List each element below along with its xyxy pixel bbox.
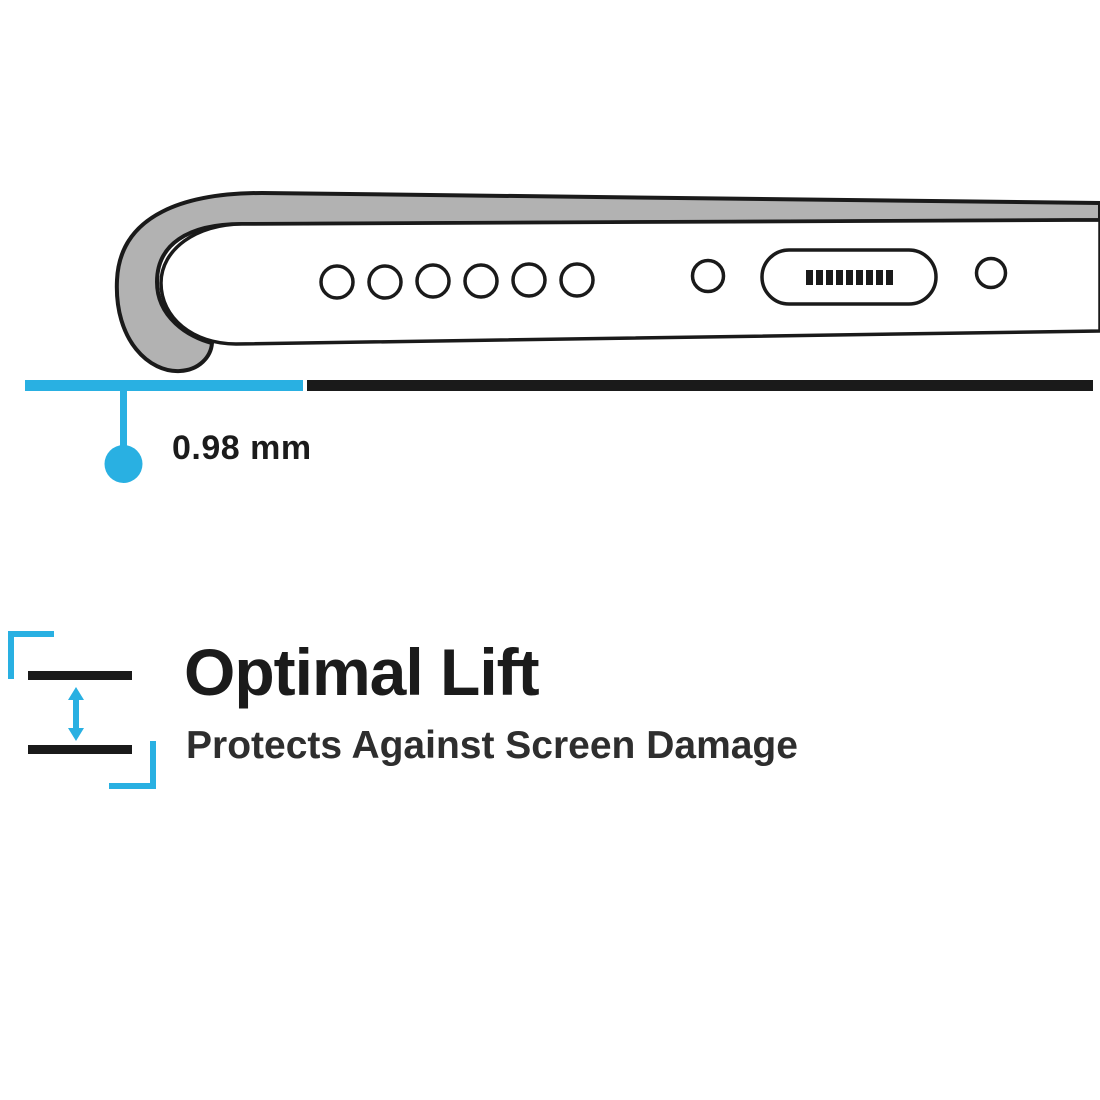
bracket-top-left-icon xyxy=(8,631,54,679)
charging-port-icon xyxy=(760,248,938,306)
double-arrow-icon xyxy=(68,687,84,741)
speaker-hole-icon xyxy=(511,262,547,298)
phone-baseline xyxy=(307,380,1093,391)
feature-title: Optimal Lift xyxy=(184,635,540,709)
lift-measurement xyxy=(25,380,1093,483)
bracket-bottom-right-icon xyxy=(109,741,156,789)
case-shell xyxy=(114,191,1100,374)
top-plate xyxy=(28,671,132,680)
bottom-plate xyxy=(28,745,132,754)
port-pins xyxy=(806,270,893,285)
phone-case-illustration xyxy=(114,191,1100,374)
speaker-hole-icon xyxy=(319,264,355,300)
feature-subtitle: Protects Against Screen Damage xyxy=(186,724,798,767)
speaker-hole-icon xyxy=(559,262,595,298)
case-lift-baseline-accent xyxy=(25,380,303,391)
measurement-value: 0.98 mm xyxy=(172,429,312,467)
speaker-hole-icon xyxy=(415,263,451,299)
speaker-hole-icon xyxy=(463,263,499,299)
measurement-stem xyxy=(120,391,127,449)
phone-body xyxy=(159,218,1100,346)
lift-icon xyxy=(8,631,156,789)
speaker-holes xyxy=(319,262,595,300)
speaker-hole-icon xyxy=(367,264,403,300)
measurement-marker-icon xyxy=(104,445,143,483)
mic-hole-icon xyxy=(690,258,726,294)
screw-hole-icon xyxy=(974,256,1008,290)
